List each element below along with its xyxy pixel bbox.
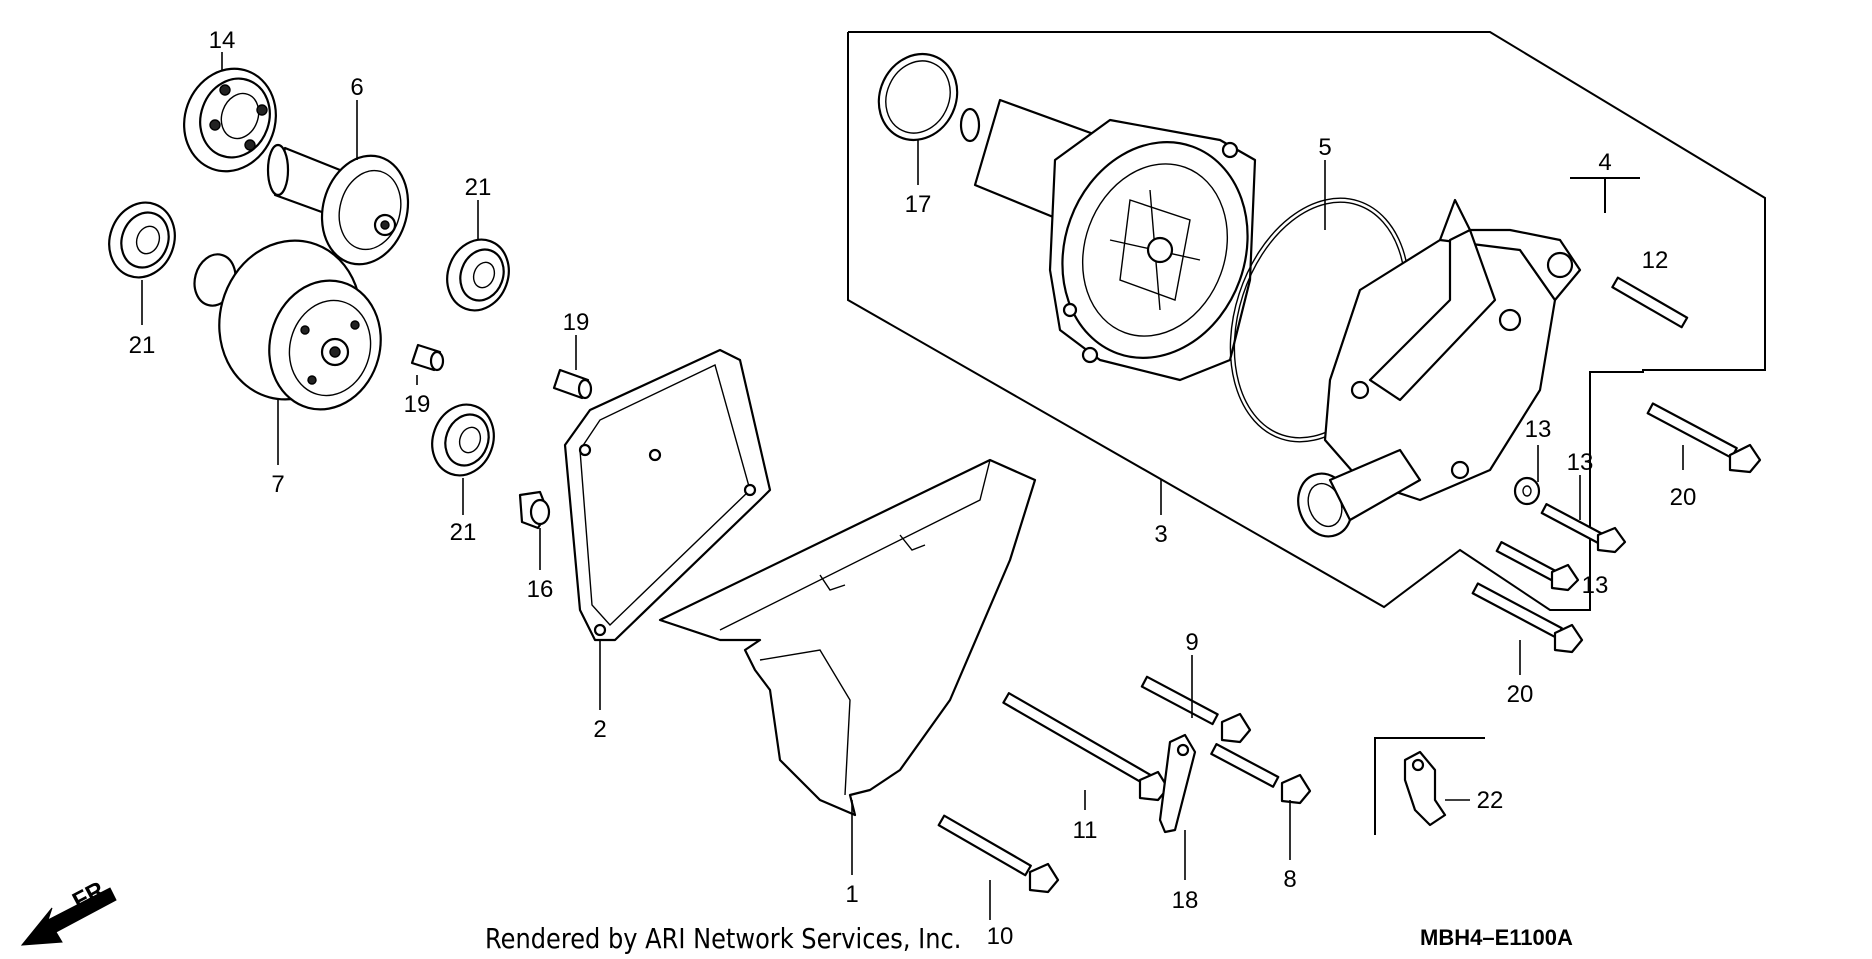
bolt-9 xyxy=(1140,675,1252,744)
callout-21-left: 21 xyxy=(129,332,156,359)
bolt-8 xyxy=(1210,743,1312,805)
side-cover-1 xyxy=(658,458,1037,817)
callout-20-lower: 20 xyxy=(1507,681,1534,708)
dowel-pin-19-left xyxy=(410,343,445,372)
cap-16 xyxy=(518,490,551,530)
diagram-code: MBH4–E1100A xyxy=(1420,925,1573,950)
callout-9: 9 xyxy=(1185,629,1198,656)
callout-18: 18 xyxy=(1172,887,1199,914)
water-pump-body xyxy=(959,98,1257,382)
callout-4: 4 xyxy=(1598,149,1611,176)
callout-2: 2 xyxy=(593,716,606,743)
callout-13-upper: 13 xyxy=(1567,449,1594,476)
render-credit: Rendered by ARI Network Services, Inc. xyxy=(485,922,962,955)
callout-10: 10 xyxy=(987,923,1014,950)
bearing-21-left xyxy=(108,201,176,279)
front-arrow-icon xyxy=(20,887,117,946)
callout-21-upper: 21 xyxy=(465,174,492,201)
callout-21-lower: 21 xyxy=(450,519,477,546)
callout-19-right: 19 xyxy=(563,309,590,336)
callout-20-upper: 20 xyxy=(1670,484,1697,511)
callout-8: 8 xyxy=(1283,866,1296,893)
clip-18 xyxy=(1158,733,1197,834)
callout-11: 11 xyxy=(1073,817,1098,844)
front-direction-marker: FR. xyxy=(20,873,117,946)
bolt-10 xyxy=(937,814,1060,894)
callout-16: 16 xyxy=(527,576,554,603)
bearing-15 xyxy=(183,67,277,173)
callout-7: 7 xyxy=(271,471,284,498)
callout-17: 17 xyxy=(905,191,932,218)
dowel-pin-19-right xyxy=(552,368,593,400)
callout-5: 5 xyxy=(1318,134,1331,161)
callout-1: 1 xyxy=(845,881,858,908)
bearing-21-lower-right xyxy=(431,403,495,477)
gear-7 xyxy=(193,239,382,411)
callout-12: 12 xyxy=(1642,247,1669,274)
gear-shaft-6 xyxy=(266,143,410,266)
bolt-20-upper xyxy=(1646,402,1762,474)
pump-cover-4 xyxy=(1297,198,1582,538)
gasket-2 xyxy=(563,348,772,642)
leader-lines xyxy=(141,52,1684,920)
callout-6: 6 xyxy=(350,74,363,101)
callout-3: 3 xyxy=(1154,521,1167,548)
bolt-13-lower xyxy=(1495,541,1580,592)
callout-22: 22 xyxy=(1477,787,1504,814)
o-ring-17 xyxy=(877,52,959,142)
part-callouts: 14 6 21 7 21 19 19 21 16 2 1 17 3 5 4 12… xyxy=(129,27,1697,950)
stud-bolt-12 xyxy=(1611,276,1689,329)
bolt-13-upper xyxy=(1540,503,1627,554)
part-22-bracket xyxy=(1374,737,1485,835)
callout-19-left: 19 xyxy=(404,391,431,418)
callout-13-lower: 13 xyxy=(1582,572,1609,599)
bolt-20-lower xyxy=(1471,582,1584,654)
bearing-21-upper-right xyxy=(446,238,510,312)
bolt-11 xyxy=(1002,692,1170,802)
washer-14 xyxy=(1513,476,1541,506)
callout-15: 14 xyxy=(209,27,236,54)
callout-14: 13 xyxy=(1525,416,1552,443)
